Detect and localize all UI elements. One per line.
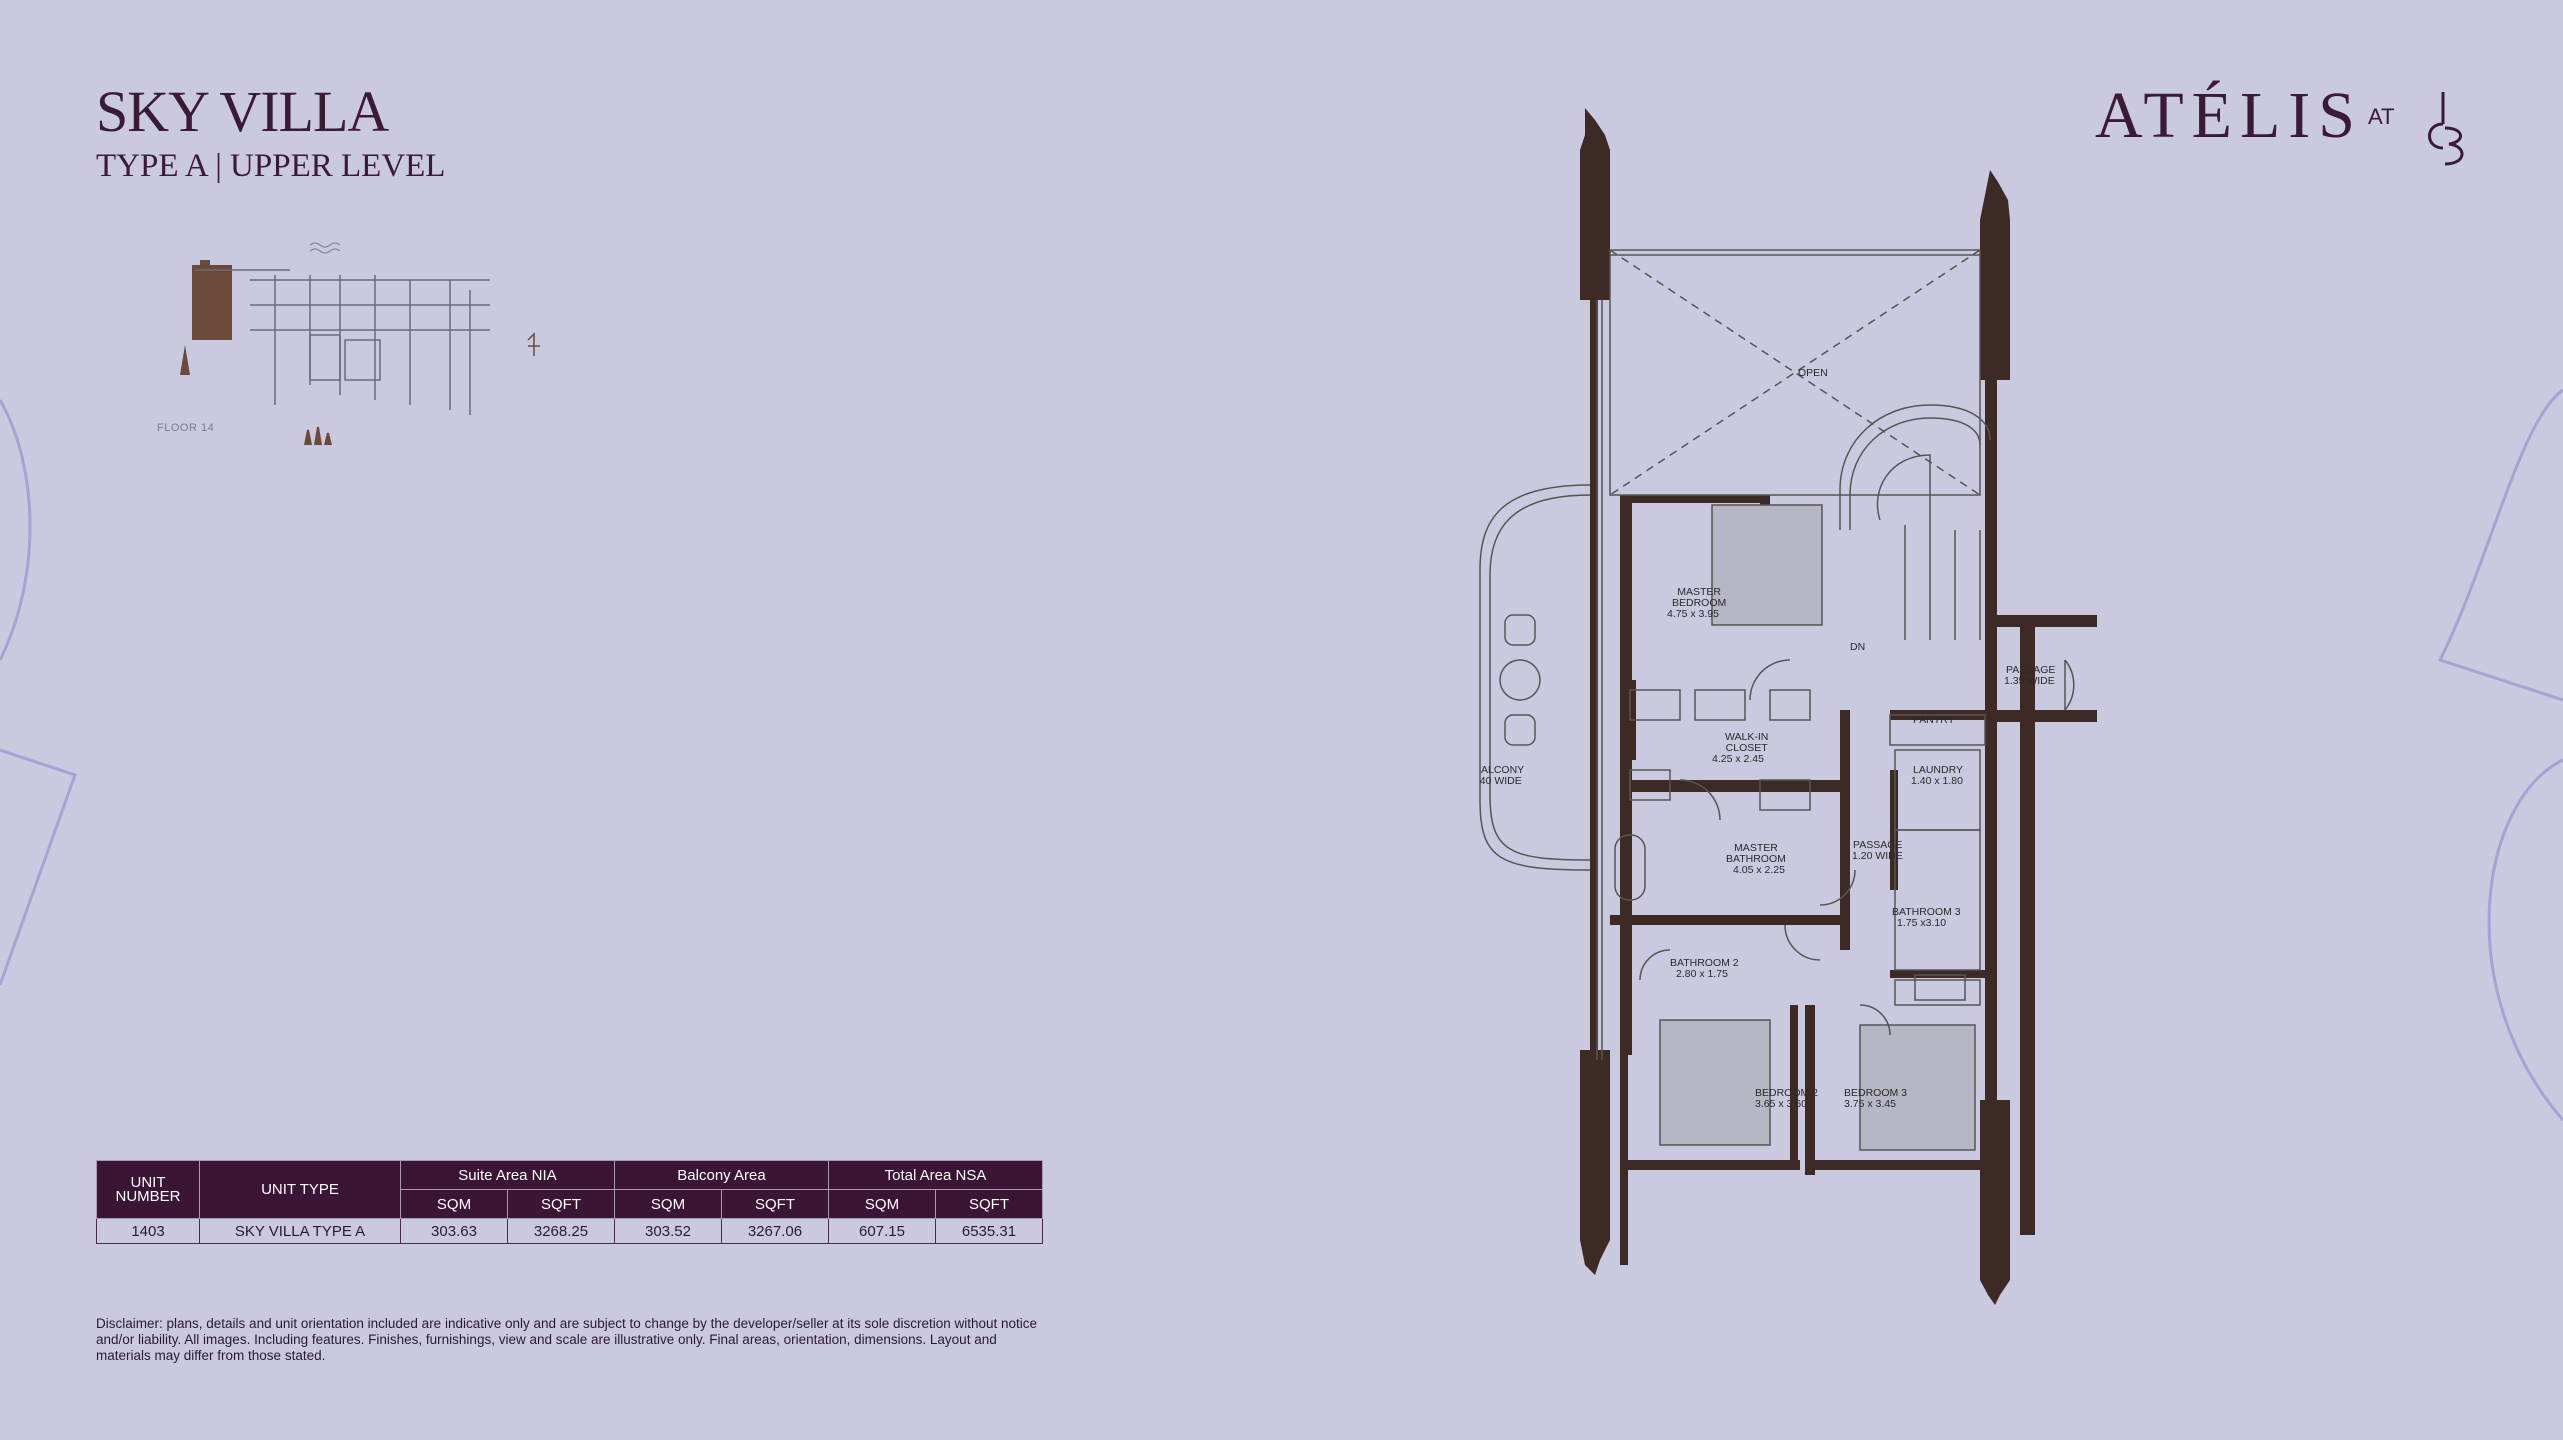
header-total-sqm: SQM (828, 1189, 936, 1219)
size-laundry: 1.40 x 1.80 (1911, 775, 1963, 787)
size-passage-1: 1.35 WIDE (2004, 675, 2055, 687)
page-subtitle: TYPE A | UPPER LEVEL (96, 148, 446, 184)
label-bathroom-3: BATHROOM 3 (1892, 906, 1961, 918)
header-suite-area: Suite Area NIA (400, 1160, 615, 1190)
key-plan (180, 242, 540, 446)
cell-unit-type: SKY VILLA TYPE A (199, 1218, 401, 1244)
size-bathroom-2: 2.80 x 1.75 (1676, 968, 1728, 980)
cell-suite-sqm: 303.63 (400, 1218, 508, 1244)
label-open: OPEN (1798, 367, 1828, 379)
label-walk-in-closet: WALK-IN CLOSET (1725, 731, 1769, 754)
keyplan-label: FLOOR 14 (157, 422, 215, 434)
tower-bottom-right (1980, 1100, 2010, 1305)
label-balcony: BALCONY (1480, 764, 1525, 776)
label-bedroom-3: BEDROOM 3 (1844, 1087, 1908, 1099)
label-laundry: LAUNDRY (1913, 764, 1963, 776)
size-bedroom-2: 3.65 x 3.60 (1755, 1098, 1807, 1110)
cell-total-sqm: 607.15 (828, 1218, 936, 1244)
label-pantry: PANTRY (1913, 714, 1955, 726)
floor-plan: OPEN DN MASTER BEDROOM 4.75 x 3.95 WALK-… (1479, 108, 2097, 1305)
cell-balcony-sqft: 3267.06 (721, 1218, 829, 1244)
brand-logo: ATÉLIS (2095, 79, 2363, 152)
header-unit-number: UNIT NUMBER (96, 1160, 200, 1219)
tower-top-left (1580, 108, 1610, 300)
label-bathroom-2: BATHROOM 2 (1670, 957, 1739, 969)
header-balcony-sqft: SQFT (721, 1189, 829, 1219)
label-master-bathroom: MASTER BATHROOM (1726, 842, 1786, 865)
label-dn: DN (1850, 641, 1866, 653)
size-master-bedroom: 4.75 x 3.95 (1667, 608, 1719, 620)
brand-at: AT (2368, 104, 2395, 129)
size-master-bathroom: 4.05 x 2.25 (1733, 864, 1785, 876)
cell-balcony-sqm: 303.52 (614, 1218, 722, 1244)
tower-bottom-left (1580, 1050, 1610, 1275)
size-passage-2: 1.20 WIDE (1852, 850, 1903, 862)
header-suite-sqft: SQFT (507, 1189, 615, 1219)
header-suite-sqm: SQM (400, 1189, 508, 1219)
header-balcony-area: Balcony Area (614, 1160, 829, 1190)
disclaimer: Disclaimer: plans, details and unit orie… (96, 1316, 1038, 1363)
brand-mark-icon (2428, 92, 2464, 166)
cell-unit-number: 1403 (96, 1218, 200, 1244)
header-total-sqft: SQFT (935, 1189, 1043, 1219)
header-total-area: Total Area NSA (828, 1160, 1043, 1190)
label-bedroom-2: BEDROOM 2 (1755, 1087, 1819, 1099)
header-balcony-sqm: SQM (614, 1189, 722, 1219)
cell-suite-sqft: 3268.25 (507, 1218, 615, 1244)
label-passage-1: PASSAGE (2006, 664, 2056, 676)
tower-top-right (1980, 170, 2010, 380)
size-bedroom-3: 3.75 x 3.45 (1844, 1098, 1896, 1110)
size-balcony: 2.40 WIDE (1480, 775, 1522, 787)
label-passage-2: PASSAGE (1853, 839, 1903, 851)
unit-area-table: UNIT NUMBER UNIT TYPE Suite Area NIA Bal… (96, 1160, 1043, 1244)
table-row: 1403 SKY VILLA TYPE A 303.63 3268.25 303… (96, 1218, 1043, 1244)
header-unit-type: UNIT TYPE (199, 1160, 401, 1219)
label-master-bedroom: MASTER BEDROOM (1672, 586, 1727, 609)
cell-total-sqft: 6535.31 (935, 1218, 1043, 1244)
size-bathroom-3: 1.75 x3.10 (1897, 917, 1947, 929)
page-title: SKY VILLA (96, 79, 389, 144)
size-walk-in-closet: 4.25 x 2.45 (1712, 753, 1764, 765)
